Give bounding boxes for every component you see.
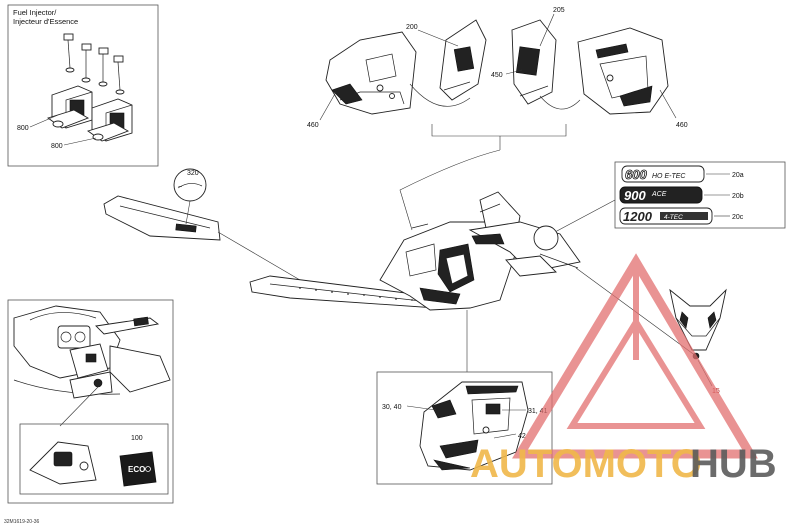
decal-600: 600 HO E-TEC xyxy=(621,165,705,183)
decal-900-number: 900 xyxy=(624,188,646,203)
watermark-text-automoto: AUTOMOTO xyxy=(470,442,702,486)
callout-31-41: 31, 41 xyxy=(528,408,548,415)
model-decals-group: 600 HO E-TEC 20a 900 ACE 20b 1200 4-TEC … xyxy=(614,161,786,229)
callout-205: 205 xyxy=(553,7,565,14)
side-panel-top-inner-right: 205 450 xyxy=(491,7,565,105)
panel-group-leader xyxy=(399,124,567,231)
callout-100: 100 xyxy=(131,435,143,442)
svg-text:~: ~ xyxy=(178,184,182,191)
fuel-injector-frame xyxy=(7,4,159,167)
decal-1200-number: 1200 xyxy=(623,209,653,224)
fuel-injector-title-line2: Injecteur d'Essence xyxy=(13,17,78,26)
injector-screws xyxy=(63,33,125,95)
diagram-code: 32M1619-20-36 xyxy=(4,519,40,525)
side-panel-top-left: 460 xyxy=(307,31,417,129)
eco-decal-text: ECO xyxy=(128,465,145,474)
callout-460-left: 460 xyxy=(307,122,319,129)
side-panel-top-right: 460 xyxy=(577,27,688,129)
side-panel-inset-frame xyxy=(376,371,553,485)
callout-200: 200 xyxy=(406,24,418,31)
eco-decal: ECO xyxy=(119,451,157,487)
callout-320: 320 xyxy=(187,170,199,177)
callout-460-right: 460 xyxy=(676,122,688,129)
fuel-injector-right xyxy=(86,98,133,142)
fuel-injector-left xyxy=(46,85,93,129)
watermark-triangle-logo xyxy=(512,253,758,459)
nose-panel-15: 15 xyxy=(669,288,727,395)
callout-20c: 20c xyxy=(732,214,744,221)
decal-600-text: HO E-TEC xyxy=(652,173,686,180)
watermark-text-hub: HUB xyxy=(690,442,777,486)
handlebar-inset-frame xyxy=(7,299,174,504)
callout-20b: 20b xyxy=(732,193,744,200)
automotohub-watermark: AUTOMOTO HUB xyxy=(470,253,777,486)
decal-600-number: 600 xyxy=(625,167,647,182)
callout-450: 450 xyxy=(491,72,503,79)
handlebar-inset: 100 ECO xyxy=(7,299,174,504)
side-panel-top-inner-left: 200 xyxy=(406,19,487,101)
callout-30-40: 30, 40 xyxy=(382,404,402,411)
snowmobile-body xyxy=(249,191,581,311)
callout-42: 42 xyxy=(518,433,526,440)
decal-1200-text: 4-TEC xyxy=(664,214,683,221)
callout-800-b: 800 xyxy=(51,143,63,150)
callout-800-a: 800 xyxy=(17,125,29,132)
fuel-injector-inset: Fuel Injector/ Injecteur d'Essence 800 xyxy=(7,4,159,167)
decal-900-text: ACE xyxy=(651,191,667,198)
callout-20a: 20a xyxy=(732,172,744,179)
decal-900: 900 ACE xyxy=(619,186,703,204)
fuel-injector-title-line1: Fuel Injector/ xyxy=(13,8,57,17)
decal-1200: 1200 4-TEC xyxy=(619,207,713,225)
model-decals-frame xyxy=(614,161,786,229)
eco-button-frame xyxy=(19,423,169,495)
side-panel-inset: 30, 40 31, 41 42 xyxy=(376,371,553,485)
tunnel-decal-320: ~ 320 xyxy=(103,168,301,281)
